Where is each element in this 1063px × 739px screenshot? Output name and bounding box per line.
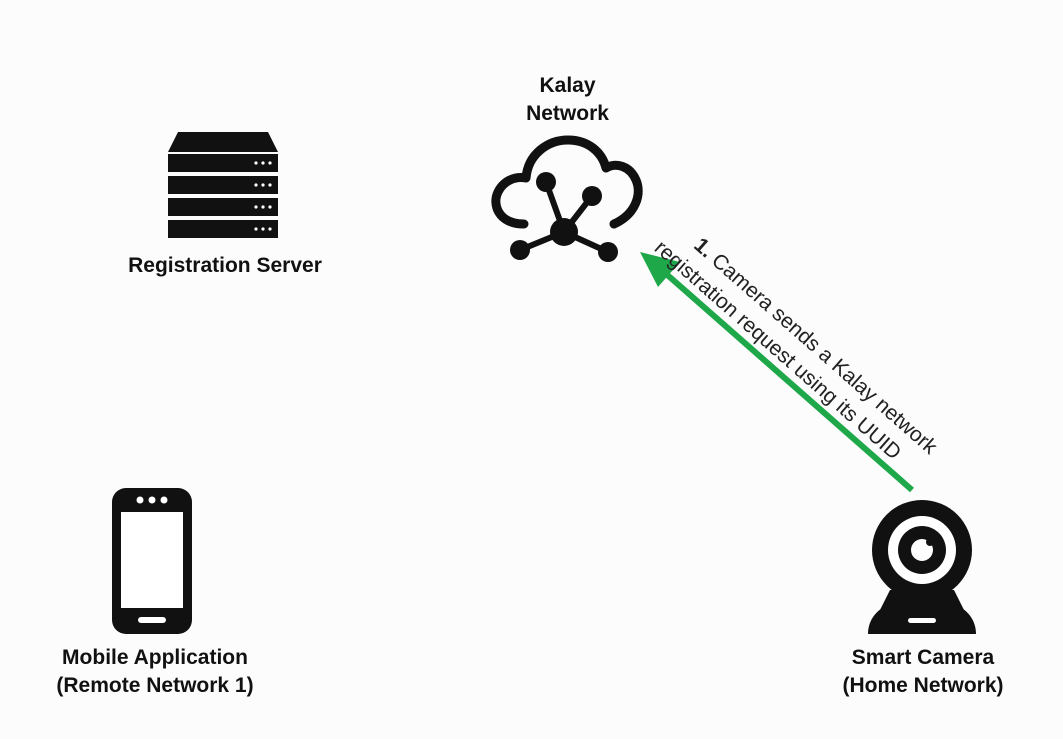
registration-server-label-line1: Registration Server [128,254,322,277]
kalay-network-label: Kalay Network [520,72,615,128]
smart-camera-label-line1: Smart Camera [851,646,995,669]
cloud-network-icon [491,135,643,262]
registration-server-label: Registration Server [110,252,340,280]
registration-arrow-head [640,252,680,287]
webcam-icon [868,500,976,634]
smart-camera-label: Smart Camera (Home Network) [808,644,1038,700]
mobile-application-label: Mobile Application (Remote Network 1) [40,644,270,700]
smart-camera-label-line2: (Home Network) [842,674,1004,697]
kalay-network-label-line2: Network [526,102,609,125]
server-stack-icon [168,132,278,238]
kalay-network-label-line1: Kalay [539,74,596,97]
mobile-application-label-line2: (Remote Network 1) [56,674,254,697]
registration-arrow-line [662,269,914,493]
mobile-application-label-line1: Mobile Application [62,646,248,669]
smartphone-icon [112,488,192,634]
